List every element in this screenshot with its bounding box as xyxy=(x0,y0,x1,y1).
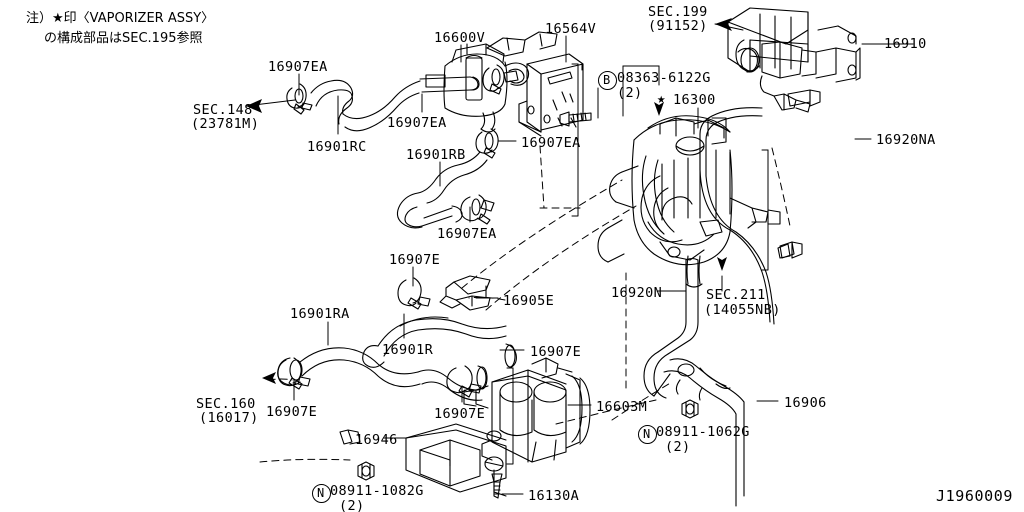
bolt-symbol-b-letter: B xyxy=(603,73,611,87)
label-sec-148-sub[interactable]: (23781M) xyxy=(191,116,260,132)
label-16910[interactable]: 16910 xyxy=(884,36,927,52)
label-08911-1082g[interactable]: 08911-1082G xyxy=(330,483,424,499)
label-16603m[interactable]: 16603M xyxy=(596,399,648,415)
bracket-16946 xyxy=(339,423,507,497)
note-line-1: 注）★印〈VAPORIZER ASSY〉 xyxy=(26,11,215,26)
clamp-16907EA-1 xyxy=(286,83,313,115)
bracket-16564V xyxy=(518,53,584,137)
label-08363-6122g[interactable]: 08363-6122G xyxy=(617,70,711,86)
bracket-16905E xyxy=(439,275,491,311)
pipe-16906 xyxy=(663,358,745,507)
label-sec-199-sub[interactable]: (91152) xyxy=(648,18,708,34)
label-16901rc[interactable]: 16901RC xyxy=(307,139,367,155)
label-08911-1062g[interactable]: 08911-1062G xyxy=(656,424,750,440)
label-16901ra[interactable]: 16901RA xyxy=(290,306,350,322)
component-16603M xyxy=(463,357,591,463)
nut-symbol-n-1-letter: N xyxy=(643,427,651,441)
clamp-16907E-upper xyxy=(397,277,431,310)
nut-08911-1062G xyxy=(681,399,699,419)
label-16920na[interactable]: 16920NA xyxy=(876,132,936,148)
bolt-symbol-b: B xyxy=(598,71,617,90)
label-sec-148[interactable]: SEC.148 xyxy=(193,102,253,118)
label-08911-1062g-qty: (2) xyxy=(665,439,691,455)
star-icon: ★ xyxy=(657,91,666,107)
hose-16901R xyxy=(362,316,517,369)
label-16920n[interactable]: 16920N xyxy=(611,285,663,301)
label-16600v[interactable]: 16600V xyxy=(434,30,486,46)
label-sec-211-sub[interactable]: (14055NB) xyxy=(704,302,781,318)
nut-08911-1082G xyxy=(357,461,375,481)
label-16564v[interactable]: 16564V xyxy=(545,21,597,37)
clamp-16907EA-4 xyxy=(460,194,495,225)
label-16130a[interactable]: 16130A xyxy=(528,488,580,504)
drawing-number: J1960009 xyxy=(936,487,1014,505)
label-16906[interactable]: 16906 xyxy=(784,395,827,411)
hose-16901RB xyxy=(396,151,488,229)
label-16905e[interactable]: 16905E xyxy=(503,293,555,309)
bolt-16130A xyxy=(491,473,503,499)
label-08911-1082g-qty: (2) xyxy=(339,498,365,512)
label-08363-qty: (2) xyxy=(617,85,643,101)
label-16907e-2[interactable]: 16907E xyxy=(530,344,582,360)
label-sec-160-sub[interactable]: (16017) xyxy=(199,410,259,426)
clamp-16907E-lower-left xyxy=(277,357,311,390)
label-sec-160[interactable]: SEC.160 xyxy=(196,396,256,412)
label-sec-199[interactable]: SEC.199 xyxy=(648,4,708,20)
fitting-right xyxy=(777,243,791,259)
label-16300[interactable]: 16300 xyxy=(673,92,716,108)
component-16300 xyxy=(597,115,781,288)
clamp-16907E-mid xyxy=(446,365,482,398)
label-16907ea-2[interactable]: 16907EA xyxy=(387,115,447,131)
label-16907ea-1[interactable]: 16907EA xyxy=(268,59,328,75)
arrow-heads xyxy=(246,18,732,384)
component-16600V xyxy=(425,31,558,133)
label-16907ea-3[interactable]: 16907EA xyxy=(521,135,581,151)
label-16901rb[interactable]: 16901RB xyxy=(406,147,466,163)
clamp-16907EA-3 xyxy=(475,128,499,159)
label-16901r[interactable]: 16901R xyxy=(382,342,434,358)
nut-symbol-n-2: N xyxy=(312,484,331,503)
nut-symbol-n-2-letter: N xyxy=(317,486,325,500)
note-line-2: の構成部品はSEC.195参照 xyxy=(44,31,203,46)
pipe-16920NA xyxy=(699,89,821,325)
label-16907ea-4[interactable]: 16907EA xyxy=(437,226,497,242)
label-16907e-1[interactable]: 16907E xyxy=(389,252,441,268)
dashed-brackets xyxy=(506,63,769,465)
component-16910 xyxy=(727,7,861,113)
nut-symbol-n-1: N xyxy=(638,425,657,444)
label-16907e-4[interactable]: 16907E xyxy=(434,406,486,422)
label-16946[interactable]: 16946 xyxy=(355,432,398,448)
pipe-16920N xyxy=(643,257,699,399)
label-sec-211[interactable]: SEC.211 xyxy=(706,287,766,303)
clamp-16907EA-2 xyxy=(482,64,519,95)
label-16907e-3[interactable]: 16907E xyxy=(266,404,318,420)
